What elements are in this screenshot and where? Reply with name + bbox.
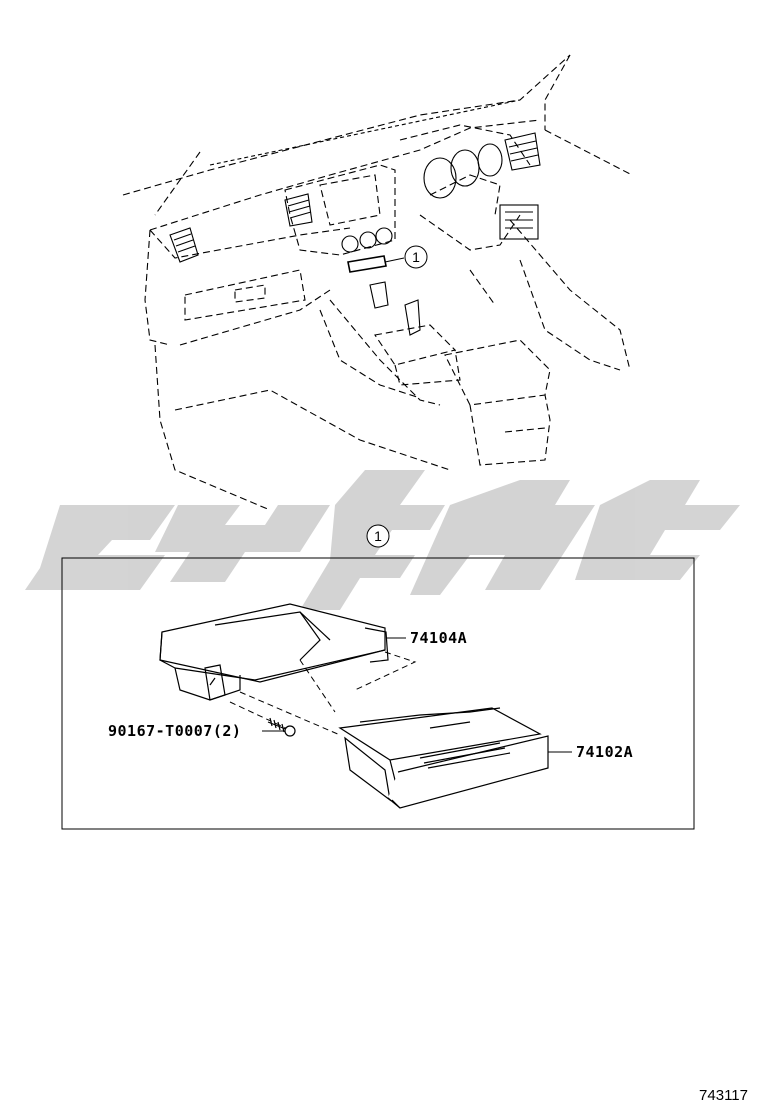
part-number-screw: 90167-T0007(2) xyxy=(108,722,241,740)
illustration-reference-number: 743117 xyxy=(699,1087,748,1104)
part-number-74104A: 74104A xyxy=(410,629,467,647)
overview-callout: 1 xyxy=(384,245,428,269)
dashboard-overview xyxy=(122,54,633,511)
screw-drawing xyxy=(267,717,296,737)
drawer-drawing xyxy=(338,707,549,809)
callout-marker: 1 xyxy=(412,249,420,265)
part-number-74102A: 74102A xyxy=(576,743,633,761)
detail-frame: 1 xyxy=(61,524,695,830)
dashboard-details xyxy=(169,132,541,336)
fit-lines xyxy=(229,651,417,736)
detail-marker: 1 xyxy=(374,528,382,544)
leaders xyxy=(262,637,572,753)
box-housing-drawing xyxy=(159,603,389,701)
